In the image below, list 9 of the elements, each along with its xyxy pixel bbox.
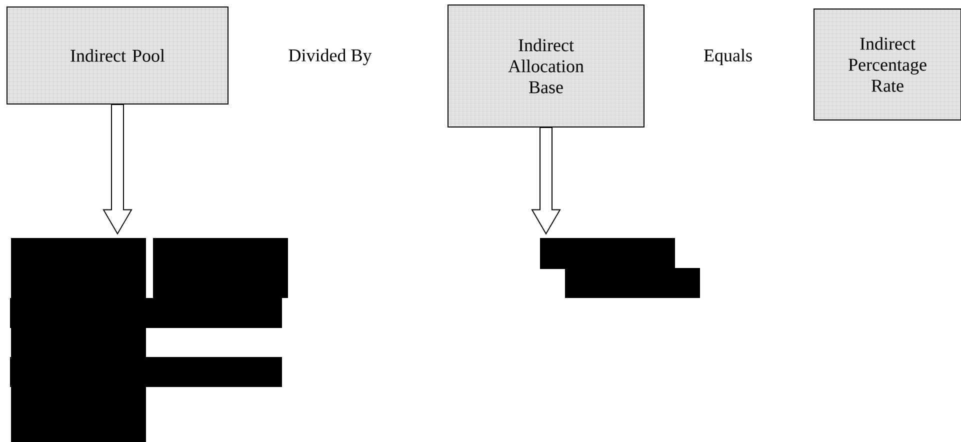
block-arrow (531, 127, 561, 235)
process-box: Indirect Allocation Base (448, 4, 644, 128)
process-box: Indirect Pool (6, 6, 228, 104)
redacted-block (540, 238, 700, 298)
redacted-block (10, 238, 288, 442)
process-box: Indirect Percentage Rate (814, 8, 961, 120)
block-arrow (102, 104, 132, 235)
connector-text: Divided By (288, 48, 372, 66)
connector-text: Equals (704, 48, 752, 66)
